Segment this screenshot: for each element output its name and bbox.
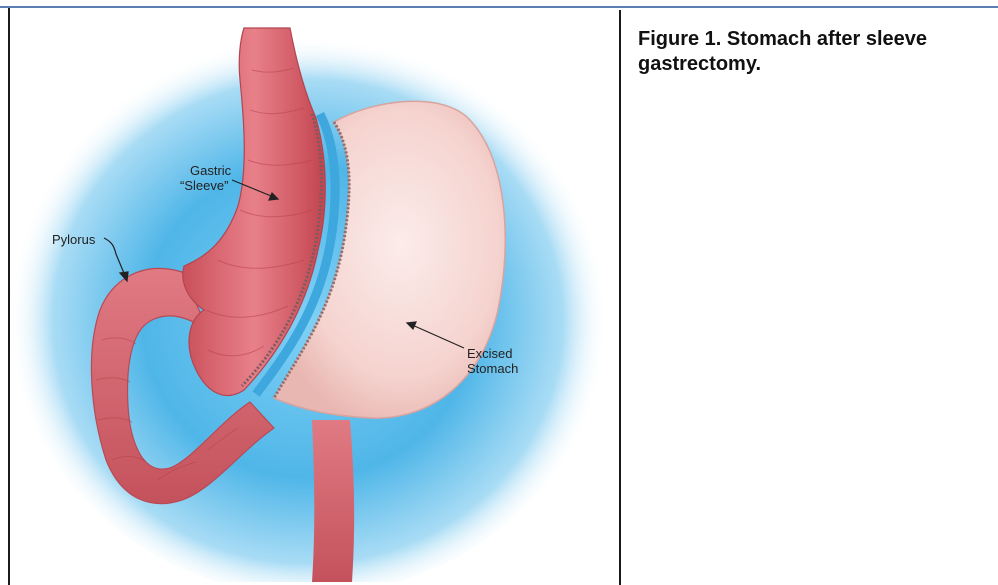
label-excised: Excised	[467, 346, 513, 361]
stomach-illustration: Gastric “Sleeve” Pylorus Excised Stomach	[12, 10, 616, 582]
top-border-rule	[0, 6, 998, 8]
figure-caption: Figure 1. Stomach after sleeve gastrecto…	[638, 27, 988, 77]
figure-illustration: Gastric “Sleeve” Pylorus Excised Stomach	[12, 10, 616, 582]
left-table-border	[8, 8, 10, 585]
intestine-descending	[312, 420, 354, 582]
label-sleeve: “Sleeve”	[180, 178, 228, 193]
column-divider	[619, 10, 621, 585]
label-pylorus: Pylorus	[52, 232, 96, 247]
label-gastric: Gastric	[190, 163, 232, 178]
label-stomach: Stomach	[467, 361, 518, 376]
